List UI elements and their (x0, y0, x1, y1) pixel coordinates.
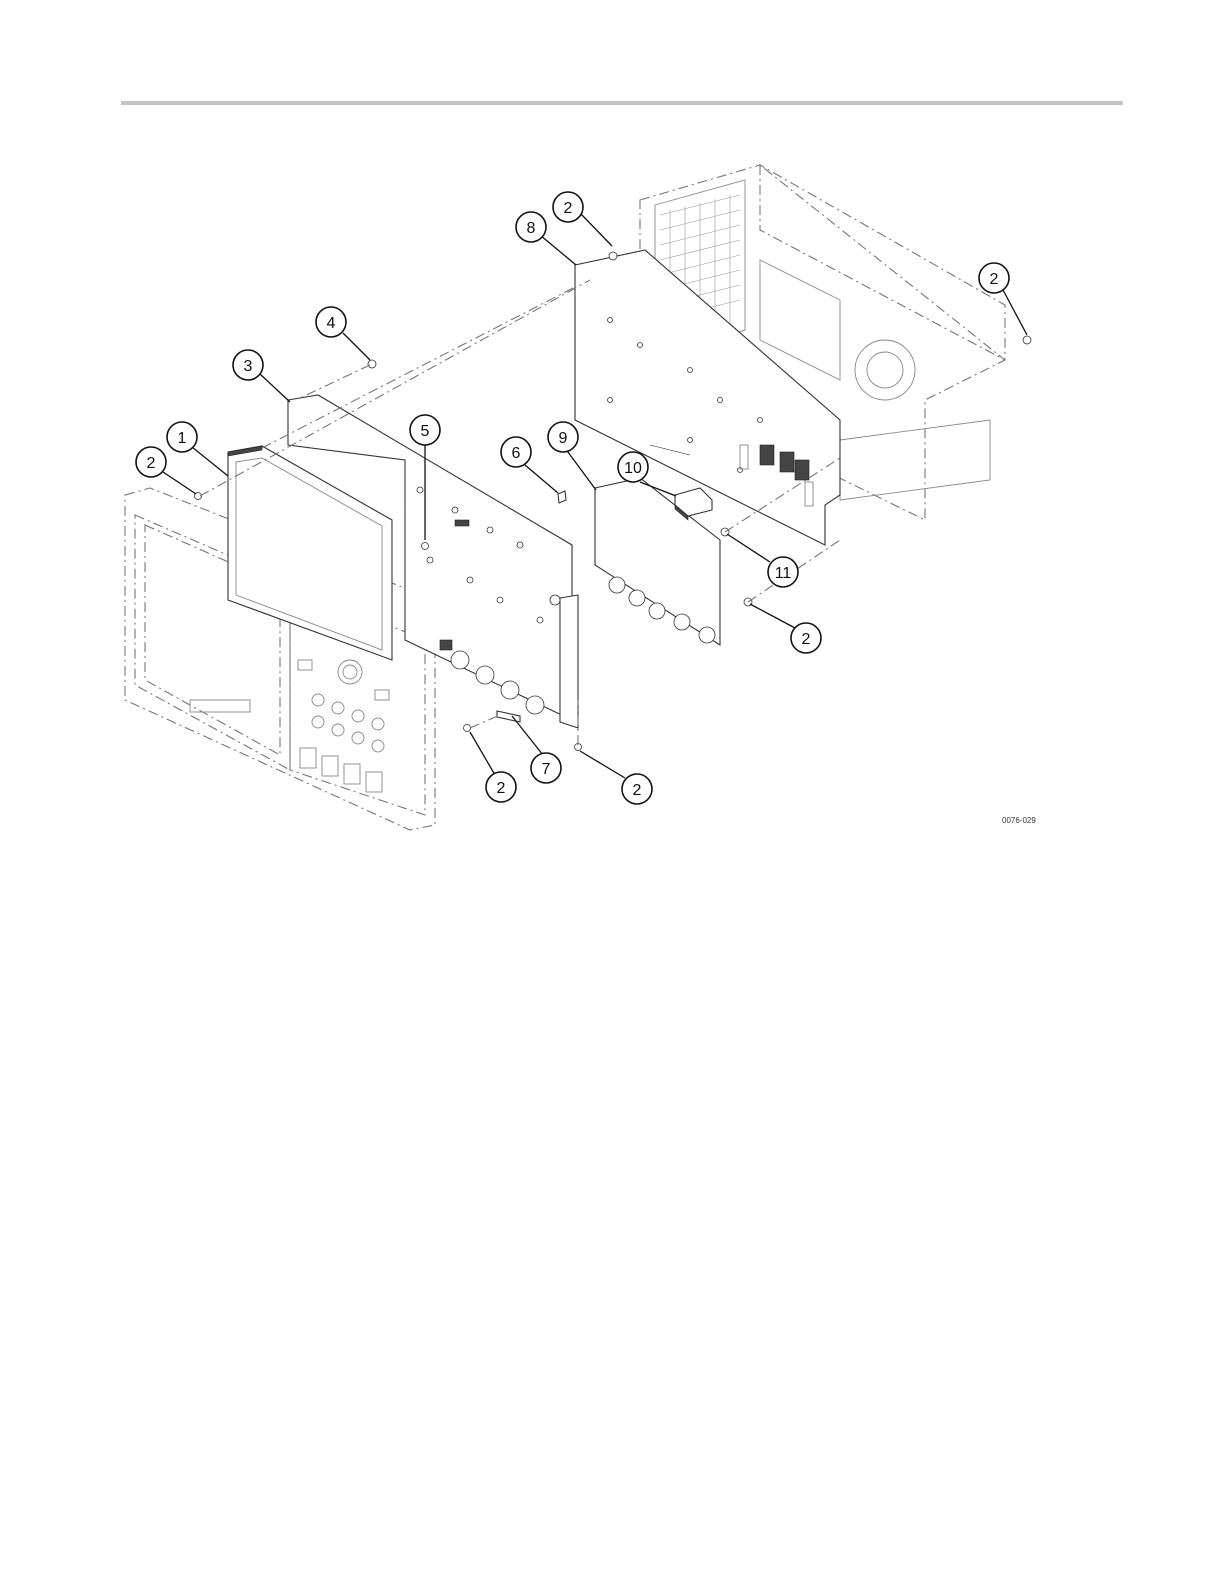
svg-text:5: 5 (421, 423, 430, 440)
svg-text:2: 2 (147, 455, 156, 472)
callout-6: 6 (501, 437, 531, 467)
svg-text:7: 7 (542, 761, 551, 778)
callout-2-top: 2 (553, 192, 583, 222)
callout-2-bottom-left: 2 (486, 772, 516, 802)
svg-text:2: 2 (564, 200, 573, 217)
svg-text:11: 11 (775, 565, 792, 582)
svg-text:2: 2 (497, 780, 506, 797)
svg-text:6: 6 (512, 445, 521, 462)
callout-5: 5 (410, 415, 440, 445)
callout-1: 1 (167, 422, 197, 452)
svg-text:9: 9 (559, 430, 568, 447)
callout-2-left: 2 (136, 447, 166, 477)
callout-2-bottom-right: 2 (622, 774, 652, 804)
callout-2-mid-right: 2 (791, 623, 821, 653)
display-module (228, 446, 392, 660)
svg-text:3: 3 (244, 358, 253, 375)
svg-text:8: 8 (527, 220, 536, 237)
figure-id: 0076-029 (1002, 816, 1036, 825)
svg-text:10: 10 (624, 460, 642, 477)
callout-4: 4 (316, 307, 346, 337)
svg-text:2: 2 (802, 631, 811, 648)
callout-8: 8 (516, 212, 546, 242)
callout-3: 3 (233, 350, 263, 380)
svg-text:4: 4 (327, 315, 336, 332)
callout-7: 7 (531, 753, 561, 783)
callout-2-right: 2 (979, 263, 1009, 293)
svg-text:1: 1 (178, 430, 187, 447)
callout-10: 10 (618, 452, 648, 482)
callout-9: 9 (548, 422, 578, 452)
callout-11: 11 (768, 557, 798, 587)
svg-text:2: 2 (990, 271, 999, 288)
svg-text:2: 2 (633, 782, 642, 799)
